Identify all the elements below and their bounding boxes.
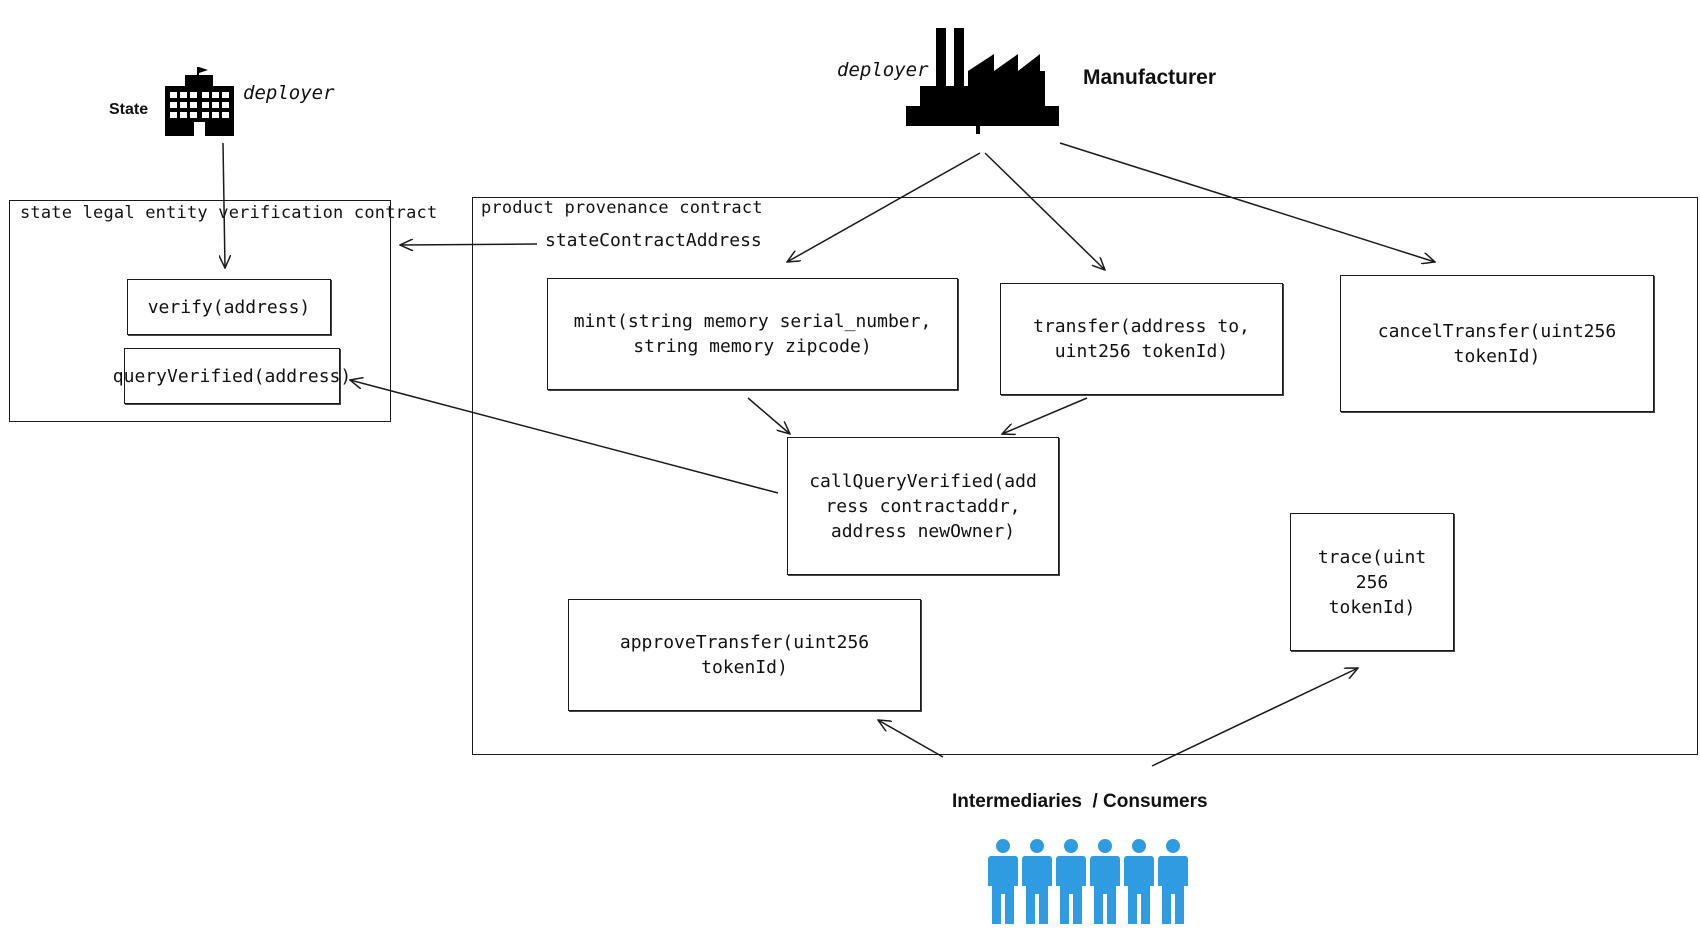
- factory-icon: [906, 28, 1059, 134]
- arrow-callquery-to-queryverified: [350, 380, 779, 494]
- transfer-function-label: transfer(address to, uint256 tokenId): [1033, 316, 1250, 362]
- transfer-function-box[interactable]: transfer(address to, uint256 tokenId): [1000, 283, 1283, 395]
- arrow-address-to-state-contract: [400, 244, 538, 245]
- users-label: Intermediaries / Consumers: [952, 791, 1208, 812]
- approve-transfer-function-box[interactable]: approveTransfer(uint256 tokenId): [568, 599, 921, 711]
- mint-function-box[interactable]: mint(string memory serial_number, string…: [547, 278, 958, 390]
- arrow-state-to-verify: [223, 142, 225, 268]
- trace-function-box[interactable]: trace(uint 256 tokenId): [1290, 513, 1454, 651]
- approve-transfer-function-label: approveTransfer(uint256 tokenId): [619, 632, 870, 678]
- trace-function-label: trace(uint 256 tokenId): [1317, 546, 1427, 618]
- arrow-manufacturer-to-mint: [787, 152, 981, 262]
- state-label: State: [109, 101, 149, 118]
- government-building-icon: [165, 67, 234, 136]
- arrow-mint-to-callquery: [747, 397, 790, 434]
- verify-function-box[interactable]: verify(address): [127, 279, 331, 335]
- state-deployer-label: deployer: [243, 82, 335, 104]
- mint-function-label: mint(string memory serial_number, string…: [573, 311, 932, 357]
- state-contract-address-label: stateContractAddress: [545, 230, 762, 251]
- state-contract-frame: [9, 200, 391, 422]
- arrow-transfer-to-callquery: [1002, 397, 1088, 434]
- manufacturer-deployer-label: deployer: [837, 59, 929, 81]
- people-group-icon: [988, 839, 1188, 924]
- query-verified-function-label: queryVerified(address): [112, 365, 352, 387]
- call-query-verified-function-label: callQueryVerified(add ress contractaddr,…: [809, 470, 1037, 542]
- arrow-users-to-trace: [1151, 668, 1358, 767]
- provenance-contract-title: product provenance contract: [481, 198, 763, 218]
- provenance-contract-frame: [472, 197, 1698, 755]
- arrow-manufacturer-to-cancel: [1059, 142, 1435, 262]
- arrow-users-to-approve: [878, 720, 944, 758]
- cancel-transfer-function-box[interactable]: cancelTransfer(uint256 tokenId): [1340, 275, 1654, 412]
- arrow-manufacturer-to-transfer: [984, 152, 1105, 270]
- cancel-transfer-function-label: cancelTransfer(uint256 tokenId): [1377, 320, 1617, 367]
- call-query-verified-function-box[interactable]: callQueryVerified(add ress contractaddr,…: [787, 437, 1059, 575]
- query-verified-function-box[interactable]: queryVerified(address): [113, 348, 351, 404]
- verify-function-label: verify(address): [147, 296, 311, 318]
- state-contract-title: state legal entity verification contract: [20, 203, 438, 223]
- manufacturer-label: Manufacturer: [1083, 66, 1217, 89]
